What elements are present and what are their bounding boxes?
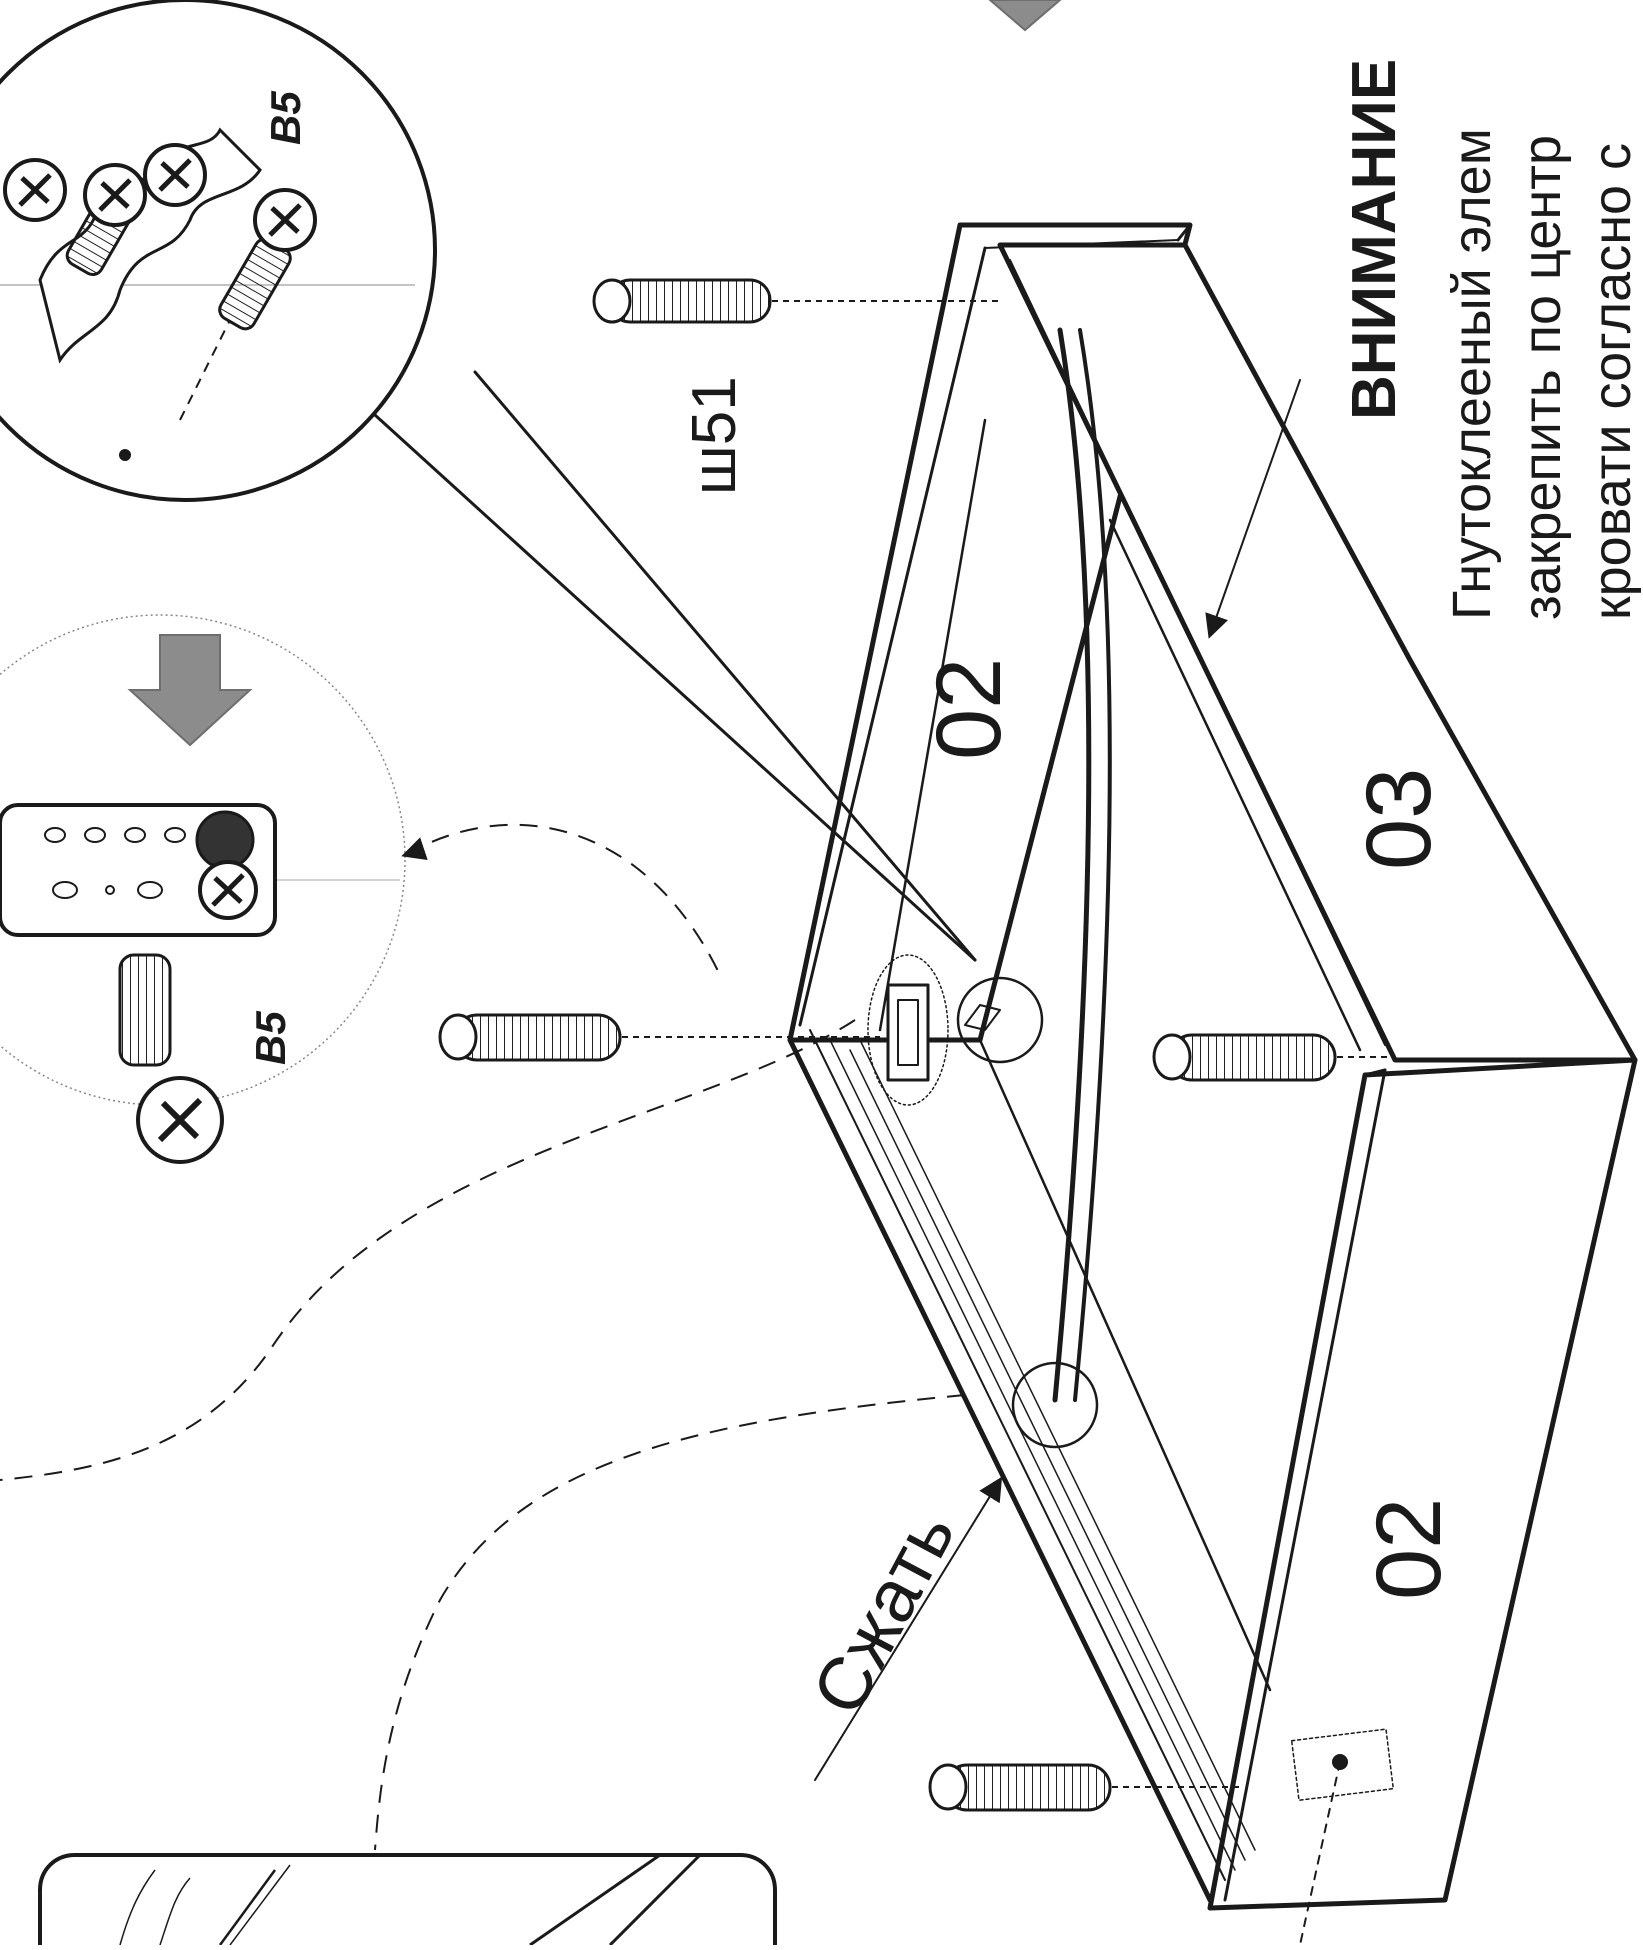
detail-circle-plate: B5: [0, 614, 406, 1164]
plate-screw-label: B5: [247, 1011, 294, 1065]
attention-note: ВНИМАНИЕ Гнутоклееный элем закрепить по …: [1340, 59, 1642, 620]
dowel-1: [592, 278, 1000, 324]
panel-03-middle: [997, 242, 1638, 1063]
panel-02-bottom: [1207, 1057, 1638, 1911]
detail-screw-label: B5: [262, 91, 309, 145]
move-right-arrow: [127, 634, 253, 747]
plate-screw-1: [195, 810, 258, 920]
dowel-2: [438, 1013, 880, 1062]
dowel-label: ш51: [680, 376, 749, 495]
detail-screw-1: [3, 158, 67, 222]
attention-line-2: закрепить по центр: [1512, 135, 1572, 620]
compress-label: Сжать: [796, 1497, 971, 1727]
detail-circle-bracket: B5: [0, 0, 437, 502]
panel-label-02-bottom: 02: [1358, 1498, 1460, 1600]
detail-screw-3: [65, 163, 147, 276]
attention-line-1: Гнутоклееный элем: [1442, 128, 1502, 620]
panel-label-03: 03: [1348, 768, 1450, 870]
attention-line-3: кровати согласно с: [1582, 143, 1642, 620]
attention-title: ВНИМАНИЕ: [1340, 59, 1409, 420]
detail-screw-4: [179, 188, 317, 421]
wood-sample: [38, 1853, 777, 1947]
panel-label-02-top: 02: [918, 658, 1020, 760]
top-arrow: [988, 0, 1062, 32]
side-rail: [787, 1029, 1256, 1903]
dowel-4: [928, 1763, 1240, 1812]
plate-screw-loose: [118, 953, 224, 1164]
dowel-3: [1152, 1033, 1395, 1082]
bed-frame: [373, 222, 1638, 1946]
guide-paths: [0, 824, 966, 1851]
detail-screw-2: [143, 143, 207, 207]
